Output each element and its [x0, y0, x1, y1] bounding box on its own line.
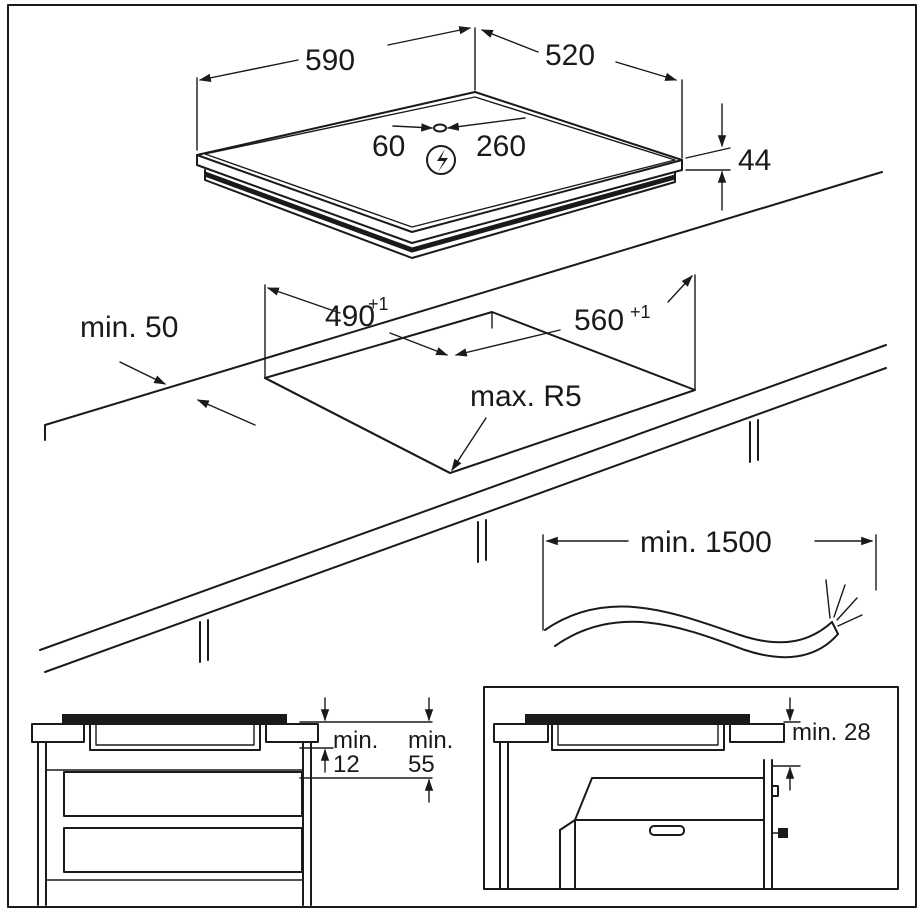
section-oven: min. 28: [483, 686, 899, 890]
dim-arrow-520-left: [480, 29, 539, 53]
hob-section-body: [89, 723, 261, 751]
drawer-depth-value: 55: [408, 751, 435, 778]
cutout-width-label: 490: [325, 300, 375, 333]
hob-dimensions: 590 520 60 260 44: [196, 26, 771, 211]
edge-distance-label: min. 50: [80, 311, 178, 344]
drawer-gap-value: 12: [333, 751, 360, 778]
connection-left-label: 60: [372, 130, 405, 163]
oven-section-frame: [483, 686, 899, 890]
dim-arrow-260: [446, 117, 526, 131]
lightning-bolt-icon: [426, 145, 456, 175]
oven-hob-top: [525, 714, 750, 723]
dim-arrow-590-right: [387, 26, 472, 46]
hob-depth-label: 520: [545, 39, 595, 72]
power-cable: min. 1500: [542, 526, 877, 659]
outer-frame: [7, 4, 917, 908]
cable-lower-edge: [554, 620, 839, 659]
cutout-depth-label: 560: [574, 304, 624, 337]
worktop-front-top: [39, 344, 887, 651]
oven-top: [574, 777, 765, 821]
hob-top-outline: [196, 91, 683, 233]
drawer-depth-min-label: min.: [408, 727, 453, 754]
dim-arrow-520-right: [615, 61, 678, 81]
cutout-depth-tolerance: +1: [630, 302, 651, 322]
hob-height-label: 44: [738, 144, 771, 177]
hob-3d: [196, 91, 683, 259]
worktop-back-edge: [44, 171, 883, 426]
dim-arrow-60: [392, 123, 434, 132]
cable-length-label: min. 1500: [640, 526, 772, 559]
drawer-upper: [63, 771, 303, 817]
oven-gap-label: min. 28: [792, 719, 871, 746]
hob-width-label: 590: [305, 44, 355, 77]
hob-base-thick: [204, 171, 676, 253]
worktop-cutout: 490 +1 560 +1 min. 50 max. R5: [80, 274, 696, 474]
section-drawers: min. 12 min. 55: [31, 697, 453, 906]
drawer-gap-min-label: min.: [333, 727, 378, 754]
oven-door-handle: [649, 825, 685, 836]
cable-wires: [825, 579, 863, 627]
cutout-width-tolerance: +1: [368, 294, 389, 314]
connection-right-label: 260: [476, 130, 526, 163]
oven-knob: [778, 828, 788, 838]
dim-arrow-560-left: [454, 329, 561, 357]
dim-arrow-50-inner: [196, 399, 256, 426]
worktop: [39, 171, 887, 673]
oven-hob-body: [551, 723, 725, 751]
corner-radius-label: max. R5: [470, 380, 582, 413]
hob-side: [196, 154, 683, 244]
dim-arrow-560-right: [667, 275, 693, 303]
hob-section-top: [62, 714, 287, 723]
worktop-front-bottom: [44, 367, 887, 673]
drawer-lower: [63, 827, 303, 873]
dim-arrow-50-outer: [119, 361, 167, 385]
dim-arrow-590-left: [198, 59, 299, 82]
cable-connection-point: [433, 123, 447, 133]
dim-arrow-490-right: [389, 332, 449, 356]
hob-glass-edge: [204, 96, 676, 228]
dim-arrow-490-left: [266, 287, 341, 314]
cable-upper-edge: [544, 605, 833, 644]
dim-arrow-r5: [451, 417, 487, 472]
